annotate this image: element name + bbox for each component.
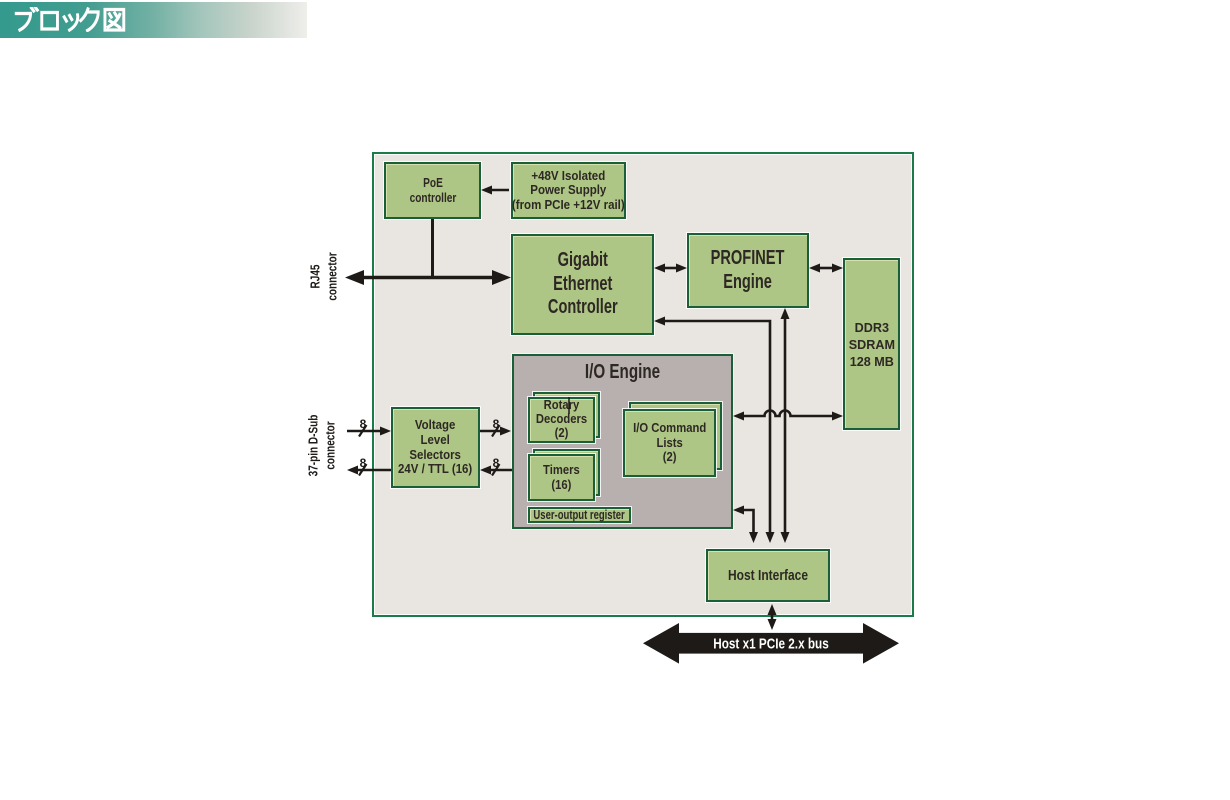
svg-text:Host x1 PCIe 2.x bus: Host x1 PCIe 2.x bus xyxy=(713,635,828,651)
